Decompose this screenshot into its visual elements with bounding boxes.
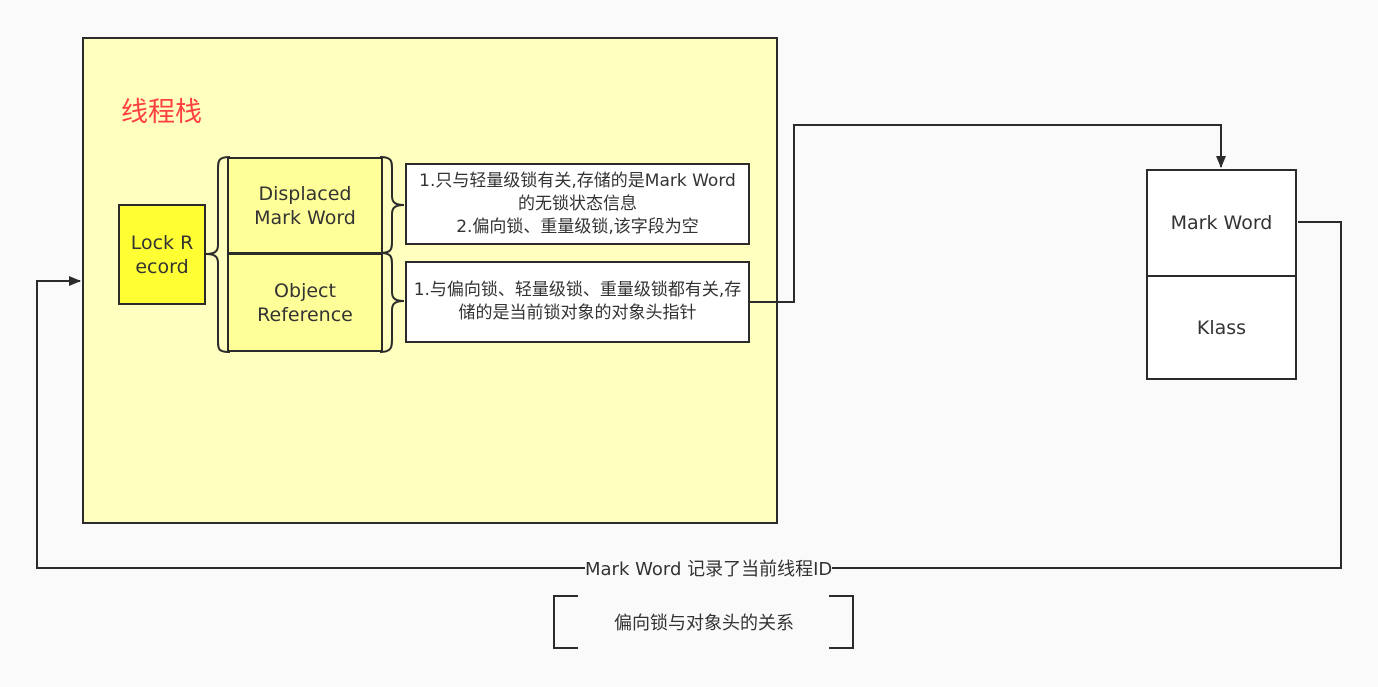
diagram-caption: 偏向锁与对象头的关系 bbox=[614, 613, 794, 634]
object-header-mark-word-label: Mark Word bbox=[1170, 212, 1273, 234]
object-header-box: Mark Word Klass bbox=[1146, 169, 1297, 380]
displaced-mark-word-field: Displaced Mark Word bbox=[227, 157, 383, 254]
lock-record-box: Lock Record bbox=[118, 204, 206, 305]
object-reference-field: Object Reference bbox=[227, 253, 383, 352]
object-reference-note-text: 1.与偏向锁、轻量级锁、重量级锁都有关,存储的是当前锁对象的对象头指针 bbox=[413, 280, 742, 323]
mark-word-thread-id-edge-label: Mark Word 记录了当前线程ID bbox=[585, 557, 833, 583]
object-header-klass-label: Klass bbox=[1196, 316, 1247, 339]
displaced-mark-word-note: 1.只与轻量级锁有关,存储的是Mark Word的无锁状态信息 2.偏向锁、重量… bbox=[405, 163, 750, 245]
object-header-klass-cell: Klass bbox=[1148, 277, 1295, 378]
displaced-mark-word-note-text: 1.只与轻量级锁有关,存储的是Mark Word的无锁状态信息 2.偏向锁、重量… bbox=[419, 170, 736, 237]
thread-stack-title: 线程栈 bbox=[121, 97, 202, 128]
object-header-mark-word-cell: Mark Word bbox=[1148, 171, 1295, 277]
lock-record-label: Lock Record bbox=[130, 231, 194, 278]
displaced-mark-word-label: Displaced Mark Word bbox=[254, 182, 356, 229]
object-reference-note: 1.与偏向锁、轻量级锁、重量级锁都有关,存储的是当前锁对象的对象头指针 bbox=[405, 261, 750, 343]
object-reference-label: Object Reference bbox=[257, 279, 353, 326]
